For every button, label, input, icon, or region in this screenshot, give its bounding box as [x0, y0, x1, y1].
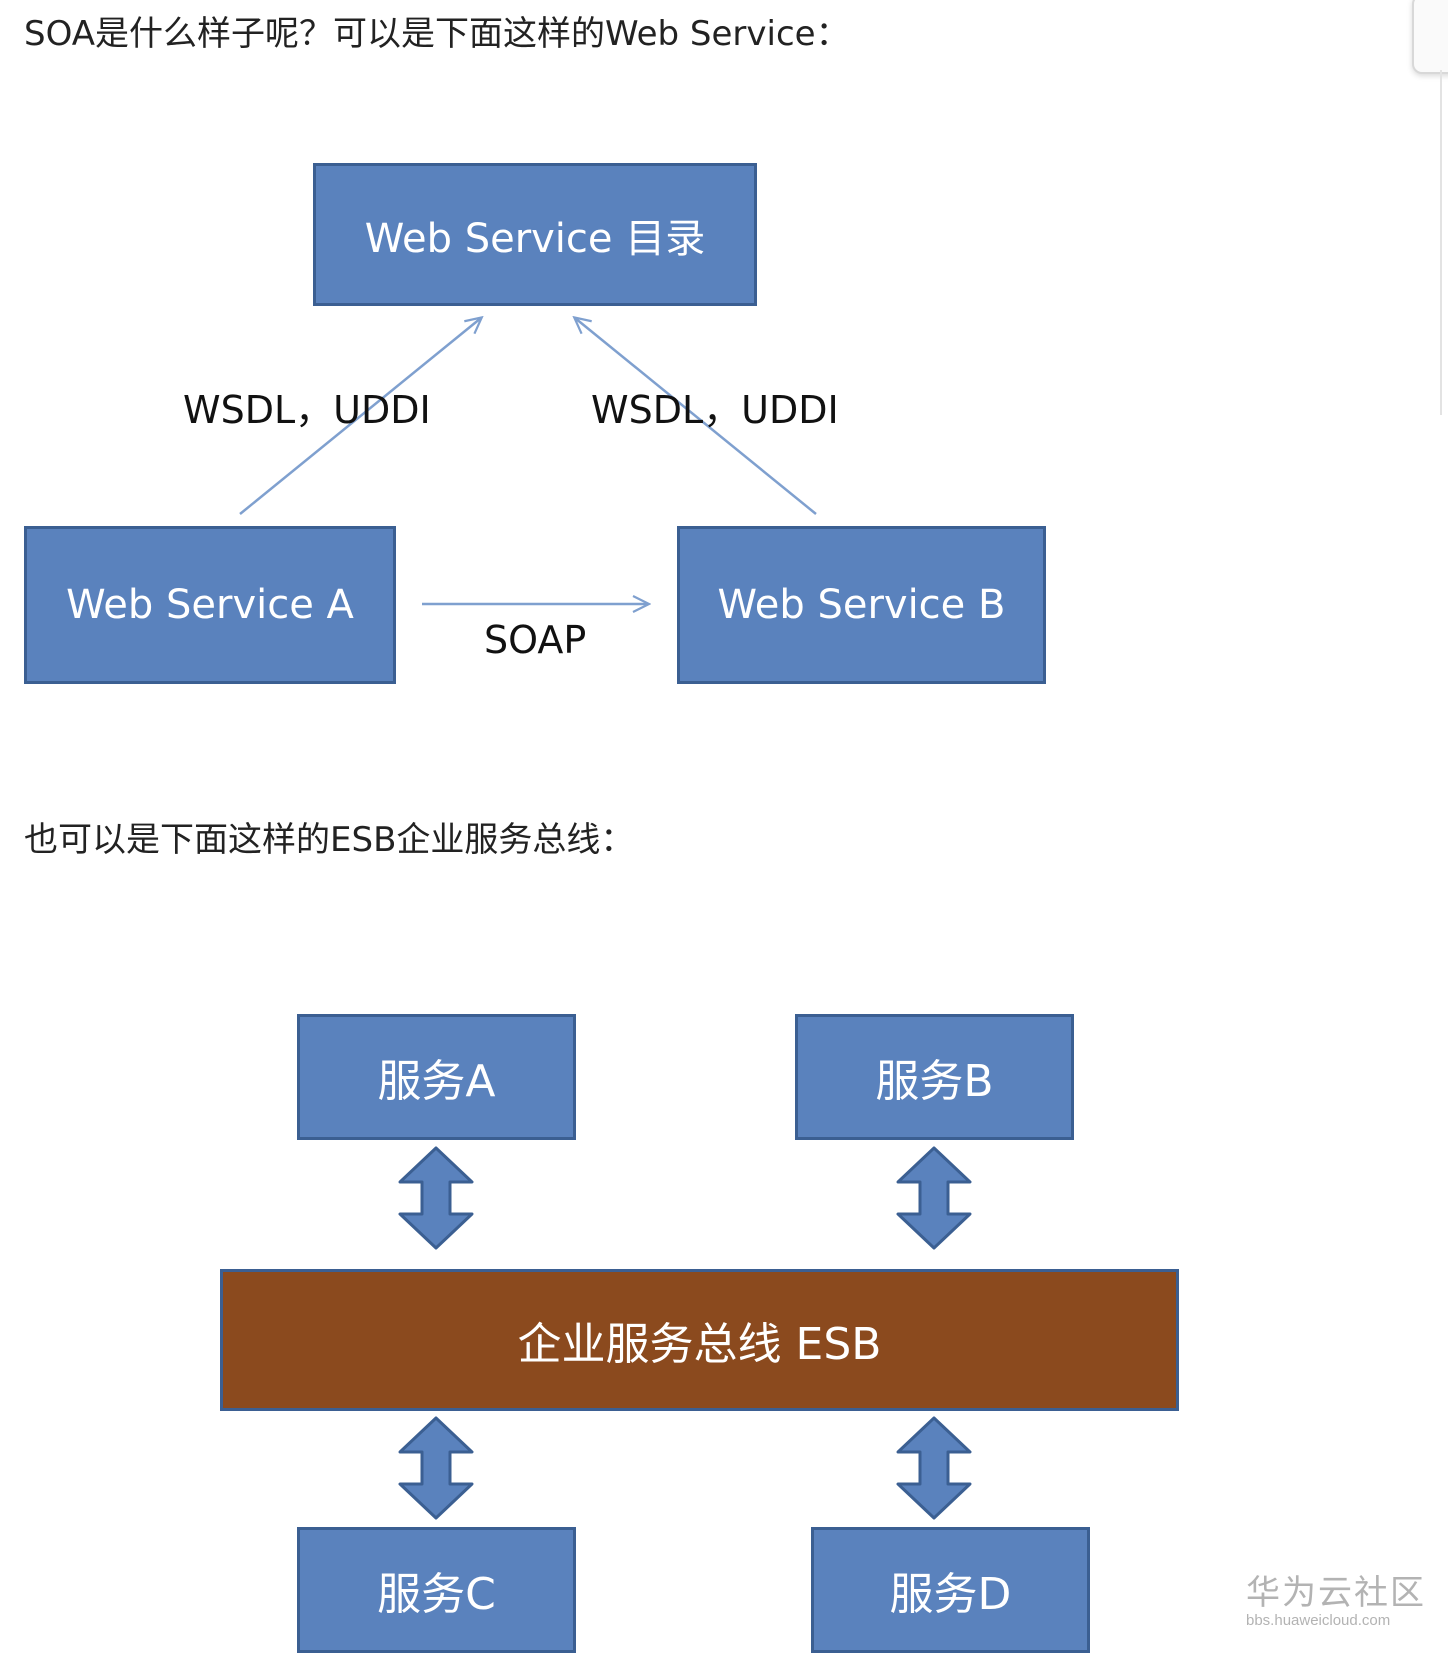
side-panel-divider	[1440, 70, 1442, 415]
edge-a-to-registry	[239, 318, 481, 515]
double-vertical-arrow-icon	[896, 1416, 972, 1520]
edge-label-left: WSDL，UDDI	[183, 388, 431, 432]
side-widget-edge[interactable]	[1412, 0, 1448, 74]
web-service-registry-box: Web Service 目录	[313, 163, 757, 306]
edge-b-to-registry	[575, 318, 817, 515]
service-a-label: 服务A	[377, 1056, 496, 1107]
web-service-registry-label: Web Service 目录	[364, 215, 706, 262]
edge-label-right: WSDL，UDDI	[591, 388, 839, 432]
web-service-b-box: Web Service B	[677, 526, 1046, 684]
intro-text-web-service: SOA是什么样子呢？可以是下面这样的Web Service：	[24, 14, 850, 54]
service-c-box: 服务C	[297, 1527, 576, 1653]
soap-label: SOAP	[484, 618, 587, 662]
service-a-box: 服务A	[297, 1014, 576, 1140]
enterprise-service-bus-box: 企业服务总线 ESB	[220, 1269, 1179, 1411]
web-service-edges	[239, 0, 817, 760]
service-b-box: 服务B	[795, 1014, 1074, 1140]
watermark-url: bbs.huaweicloud.com	[1246, 1612, 1391, 1629]
service-c-label: 服务C	[377, 1569, 496, 1620]
service-b-label: 服务B	[875, 1056, 994, 1107]
watermark-name: 华为云社区	[1246, 1573, 1426, 1613]
double-vertical-arrow-icon	[896, 1146, 972, 1250]
huawei-cloud-watermark: 华为云社区 bbs.huaweicloud.com	[1246, 1574, 1426, 1630]
enterprise-service-bus-label: 企业服务总线 ESB	[517, 1319, 882, 1370]
intro-text-esb: 也可以是下面这样的ESB企业服务总线：	[24, 820, 635, 860]
service-d-label: 服务D	[889, 1569, 1012, 1620]
double-vertical-arrow-icon	[398, 1146, 474, 1250]
service-d-box: 服务D	[811, 1527, 1090, 1653]
double-vertical-arrow-icon	[398, 1416, 474, 1520]
web-service-a-label: Web Service A	[66, 582, 354, 628]
web-service-b-label: Web Service B	[717, 582, 1006, 628]
web-service-a-box: Web Service A	[24, 526, 396, 684]
